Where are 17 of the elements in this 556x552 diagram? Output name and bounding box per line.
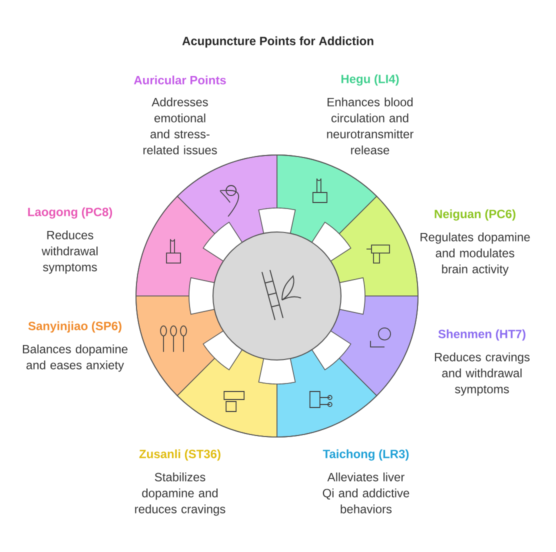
point-name: Hegu (LI4) <box>341 74 399 86</box>
point-description: Stabilizes dopamine and reduces cravings <box>135 472 226 516</box>
point-description: Addresses emotional and stress-related issues <box>143 98 217 154</box>
title: Acupuncture Points for Addiction <box>182 36 374 48</box>
point-description: Balances dopamine and eases anxiety <box>22 344 128 372</box>
point-name: Taichong (LR3) <box>322 449 409 461</box>
point-name: Sanyinjiao (SP6) <box>28 321 122 333</box>
point-name: Laogong (PC8) <box>28 207 112 219</box>
point-name: Neiguan (PC6) <box>434 209 516 221</box>
point-name: Shenmen (HT7) <box>438 329 526 341</box>
point-description: Reduces withdrawal symptoms <box>42 230 98 274</box>
point-description: Enhances blood circulation and neurotransmitter release <box>327 98 414 154</box>
point-description: Regulates dopamine and modulates brain activity <box>420 232 530 276</box>
point-name: Auricular Points <box>134 76 226 84</box>
point-description: Alleviates liver Qi and addictive behaviors <box>322 472 410 514</box>
point-description: Reduces cravings and withdrawal symptoms <box>434 352 530 396</box>
point-name: Zusanli (ST36) <box>139 449 220 461</box>
